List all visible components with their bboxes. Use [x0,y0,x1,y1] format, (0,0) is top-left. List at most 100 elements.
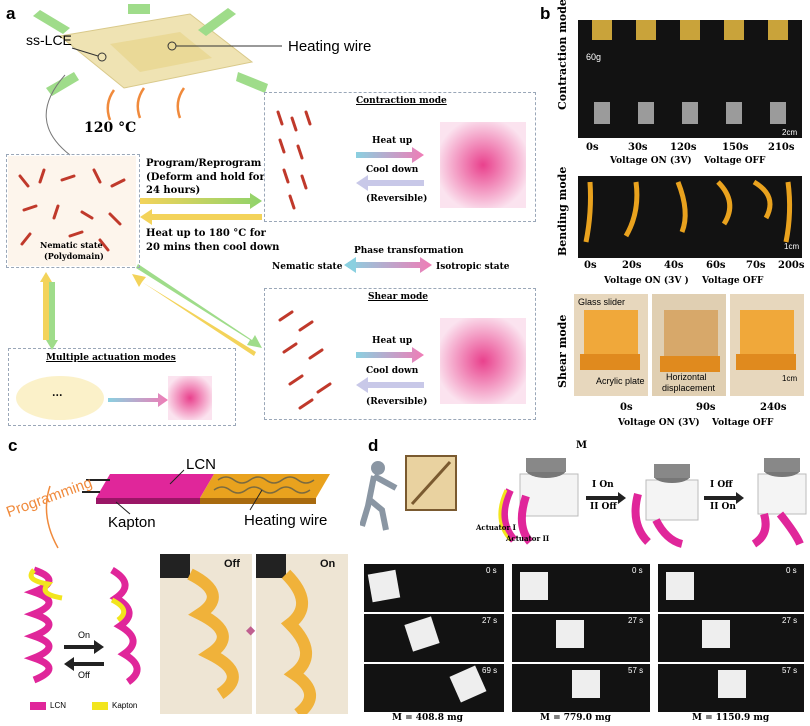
program-line-3: 24 hours) [146,185,201,196]
nematic-state-label: Nematic state [40,240,103,250]
panel-c-label: c [8,436,18,455]
bending-photo [578,176,802,258]
polydomain-label: (Polydomain) [44,251,104,261]
shear-on: Voltage ON (3V) [618,418,700,428]
program-line-2: (Deform and hold for [146,172,265,183]
d-col3-caption: M = 1150.9 mg [692,713,770,723]
nematic-box [6,154,140,268]
actuator-1-label: Actuator I [476,523,516,532]
contraction-t4: 210s [768,142,795,153]
shear-box [264,288,536,420]
kapton-label: Kapton [108,514,156,531]
contraction-scale: 2cm [782,128,798,137]
step1-off: II Off [590,502,617,512]
bending-t5: 200s [778,260,805,271]
d-col2-t0: 0 s [632,566,643,575]
phase-transformation-label: Phase transformation [354,246,464,256]
photo-off-label: Off [224,558,240,570]
contraction-box [264,92,536,222]
d-col2-frame3 [512,664,650,712]
step1-on: I On [592,480,614,490]
d-col2-caption: M = 779.0 mg [540,713,611,723]
d-col2-t2: 57 s [628,666,644,675]
d-col3-t0: 0 s [786,566,797,575]
ribbon-photo-on [256,554,348,719]
panel-b-label: b [540,4,551,23]
contraction-side-label: Contraction mode [556,0,569,110]
multiple-modes-title: Multiple actuation modes [46,353,176,363]
d-col3-frame3 [658,664,804,712]
panel-c-graphics [23,469,330,710]
d-col1-t2: 69 s [482,666,498,675]
nematic-mesogens [18,168,126,252]
shear-mesogens [278,310,332,410]
d-col2-t1: 27 s [628,616,644,625]
shear-off: Voltage OFF [712,418,774,428]
contraction-t3: 150s [722,142,749,153]
heat-line-2: 20 mins then cool down [146,242,280,253]
contraction-photo [578,20,802,138]
horizontal-label-1: Horizontal [666,372,707,382]
bending-off: Voltage OFF [702,276,764,286]
heating-wire-label-c: Heating wire [244,512,328,529]
panel-a-label: a [6,4,16,23]
contraction-title: Contraction mode [356,96,447,106]
d-col1-t0: 0 s [486,566,497,575]
contraction-t1: 30s [628,142,648,153]
shear-side-label: Shear mode [556,314,569,388]
contraction-mesogens [276,110,312,210]
d-col1-frame1 [364,564,504,612]
heating-wire-label: Heating wire [288,38,372,55]
d-col2-frame1 [512,564,650,612]
heat-line-1: Heat up to 180 °C for [146,228,266,239]
ribbon-photo-off [160,554,252,714]
step2-on: II On [710,502,736,512]
ss-lce-label: ss-LCE [26,32,72,48]
mass-m-label: M [576,440,588,451]
d-col1-frame3 [364,664,504,712]
cloud-dots: ... [52,388,63,399]
d-col3-t1: 27 s [782,616,798,625]
d-col3-t2: 57 s [782,666,798,675]
shear-title: Shear mode [368,292,429,302]
d-col3-frame1 [658,564,804,612]
d-col1-caption: M = 408.8 mg [392,713,463,723]
step2-off: I Off [710,480,733,490]
weight-label: 60g [586,52,602,62]
bending-t3: 60s [706,260,726,271]
shear-heat-up: Heat up [372,336,413,346]
shear-scale: 1cm [782,374,798,383]
shear-cool-down: Cool down [366,366,419,376]
on-label: On [78,630,91,640]
bending-t4: 70s [746,260,766,271]
d-col3-frame2 [658,614,804,662]
photo-on-label: On [320,558,336,570]
acrylic-plate-label: Acrylic plate [596,376,645,386]
bending-scale: 1cm [784,242,800,251]
bending-on: Voltage ON (3V ) [604,276,689,286]
bending-t0: 0s [584,260,597,271]
shear-t0: 0s [620,402,633,413]
d-col1-t1: 27 s [482,616,498,625]
actuator-2-label: Actuator II [506,534,550,543]
shear-t1: 90s [696,402,716,413]
helix-left [23,566,63,684]
green-compression-arrows [33,4,268,96]
panel-a-graphics [8,4,526,420]
lcn-layer [96,474,214,498]
off-label: Off [78,670,90,680]
temperature-label: 120 °C [84,120,137,136]
panel-d-label: d [368,436,379,455]
contraction-t0: 0s [586,142,599,153]
bending-side-label: Bending mode [556,166,569,256]
d-col2-frame2 [512,614,650,662]
lcn-label: LCN [186,456,217,473]
legend-lcn: LCN [50,701,67,710]
isotropic-state-side: Isotropic state [436,262,510,272]
d-col1-frame2 [364,614,504,662]
contraction-cool-down: Cool down [366,165,419,175]
contraction-off: Voltage OFF [704,156,766,166]
contraction-heat-up: Heat up [372,136,413,146]
bending-t1: 20s [622,260,642,271]
program-line-1: Program/Reprogram [146,158,262,169]
